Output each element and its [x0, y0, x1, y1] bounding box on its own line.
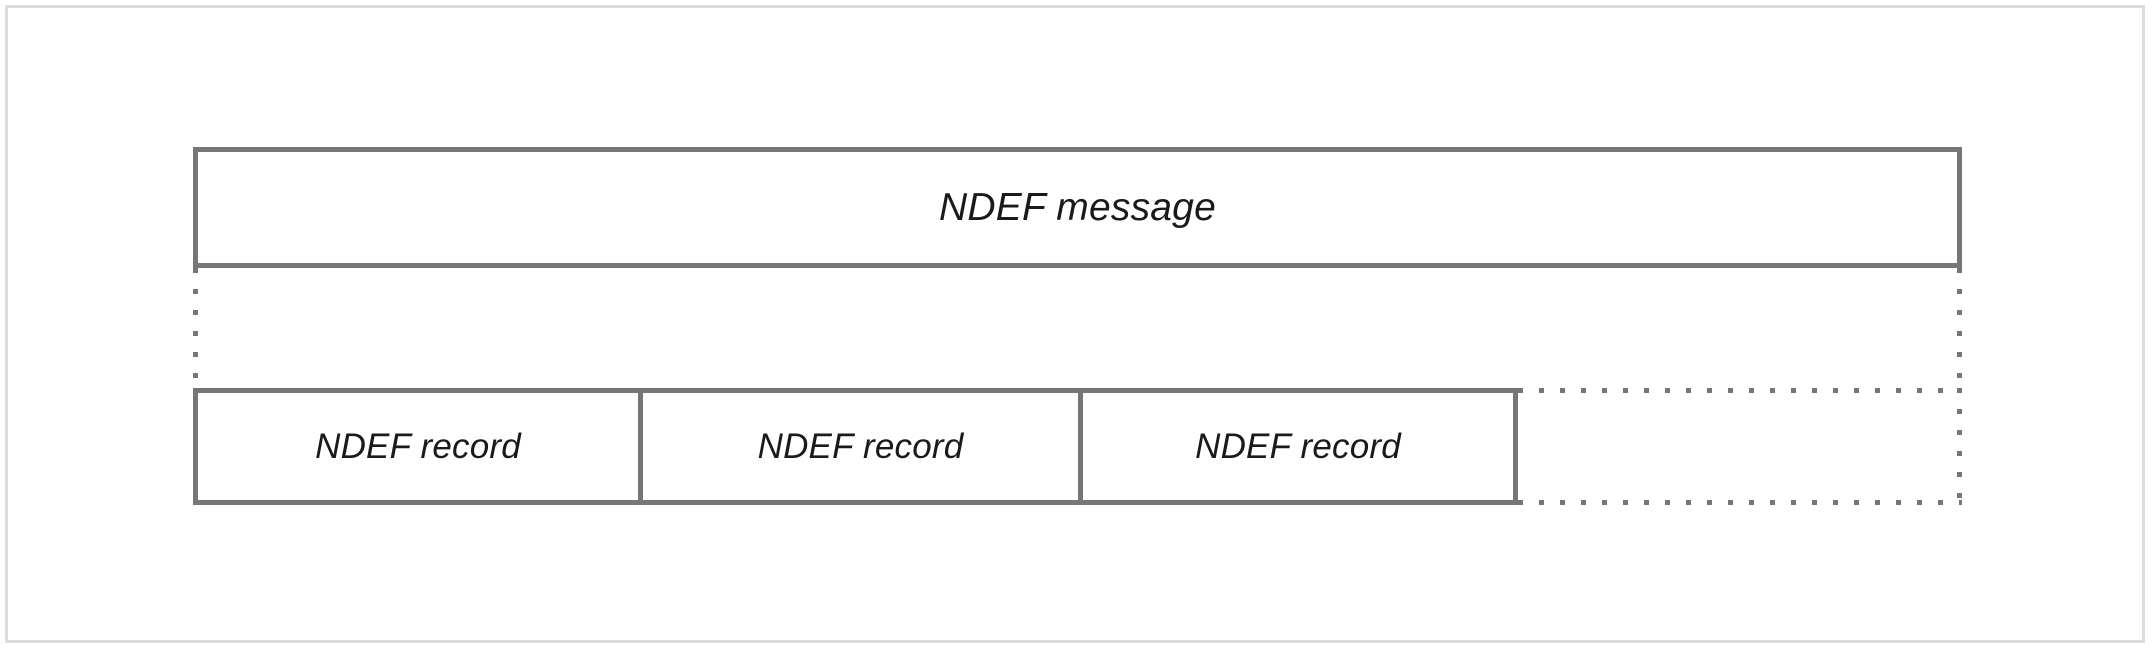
- connector-right-dotted-line: [1957, 268, 1962, 388]
- ndef-record-box-3: NDEF record: [1078, 388, 1518, 505]
- ndef-record-label-2: NDEF record: [757, 426, 964, 466]
- continuation-top-dotted-edge: [1518, 388, 1962, 393]
- ndef-record-box-2: NDEF record: [638, 388, 1083, 505]
- ndef-record-label-1: NDEF record: [315, 426, 521, 466]
- connector-left-dotted-line: [193, 268, 198, 388]
- continuation-right-dotted-edge: [1957, 388, 1962, 505]
- ndef-record-row: NDEF record NDEF record NDEF record: [193, 388, 1962, 505]
- ndef-message-label: NDEF message: [939, 185, 1216, 229]
- ndef-record-box-1: NDEF record: [193, 388, 643, 505]
- figure-frame: [5, 5, 2145, 643]
- ndef-record-continuation-box: [1518, 388, 1962, 505]
- continuation-bottom-dotted-edge: [1518, 500, 1962, 505]
- ndef-record-label-3: NDEF record: [1195, 426, 1401, 466]
- ndef-message-box: NDEF message: [193, 147, 1962, 268]
